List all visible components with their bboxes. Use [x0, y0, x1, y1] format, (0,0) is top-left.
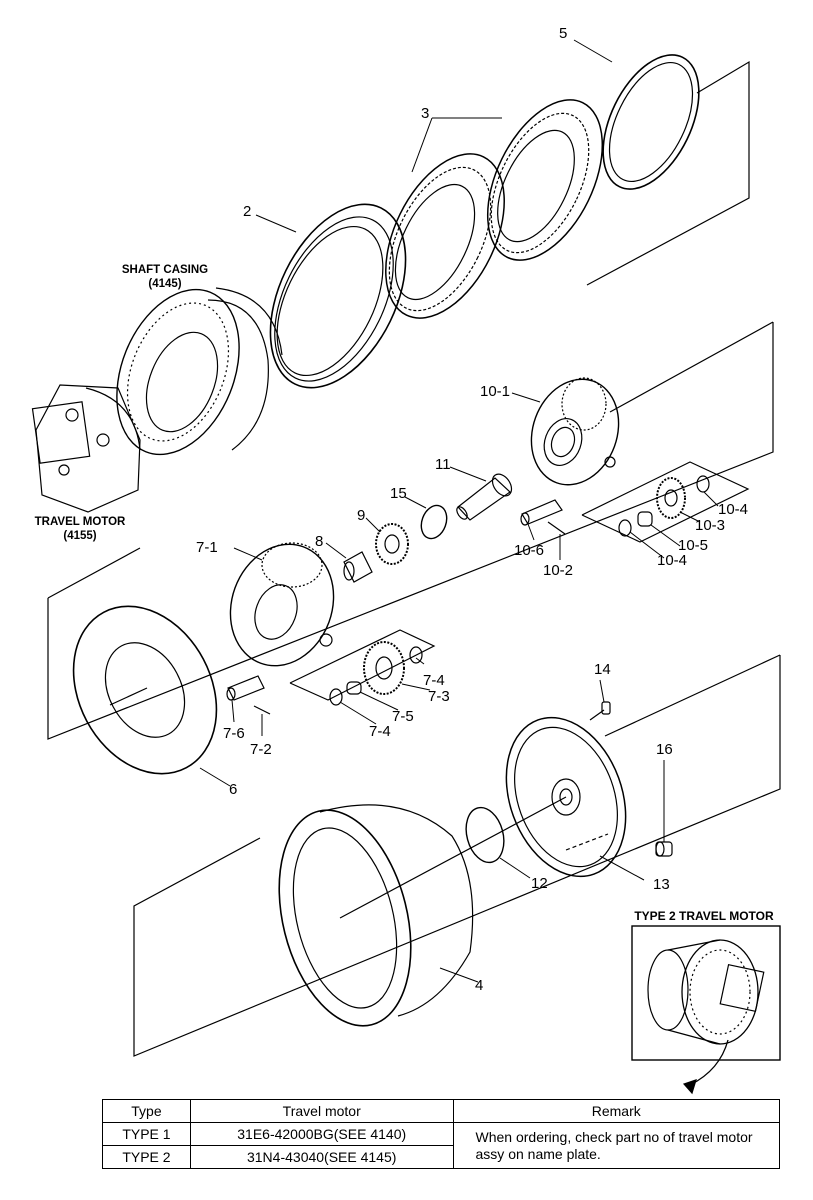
part-7-4-washer-a: [409, 646, 423, 664]
table-header-row: Type Travel motor Remark: [102, 1099, 781, 1123]
cell-remark: When ordering, check part no of travel m…: [452, 1122, 781, 1169]
header-type: Type: [102, 1099, 191, 1123]
part-7-3-gear: [363, 641, 405, 695]
table-row: TYPE 2 31N4-43040(SEE 4145): [102, 1145, 780, 1169]
callout-7-6: 7-6: [223, 725, 245, 742]
travel-motor-type-table: Type Travel motor Remark TYPE 1 31E6-420…: [102, 1099, 781, 1169]
part-10-6-pin: [520, 499, 566, 535]
cell-motor-1: 31E6-42000BG(SEE 4140): [189, 1122, 454, 1146]
callout-10-2: 10-2: [543, 562, 573, 579]
callout-7-5: 7-5: [392, 708, 414, 725]
part-3-bearing-left: [385, 153, 505, 319]
part-10-5-needle: [637, 511, 653, 527]
part-13-cover: [505, 716, 627, 878]
callout-labels: 5 3 2 10-1 11 15 9 8 7-1 10-4 10-3 10-5 …: [196, 25, 748, 994]
cell-type-2: TYPE 2: [102, 1145, 191, 1169]
callout-8: 8: [315, 533, 323, 550]
sub-frame-7: [289, 629, 436, 701]
callout-10-4a: 10-4: [718, 501, 748, 518]
captions: SHAFT CASING (4145) TRAVEL MOTOR (4155) …: [35, 264, 774, 923]
part-5-ring: [602, 54, 700, 190]
type2-motor-box: [631, 925, 781, 1095]
part-14-bolt: [589, 701, 611, 721]
part-4-housing: [278, 804, 474, 1027]
part-7-5-needle: [346, 681, 362, 695]
callout-12: 12: [531, 875, 548, 892]
callout-7-4b: 7-4: [369, 723, 391, 740]
callout-3: 3: [421, 105, 429, 122]
callout-6: 6: [229, 781, 237, 798]
callout-10-6: 10-6: [514, 542, 544, 559]
center-axis-lower: [339, 796, 567, 919]
callout-15: 15: [390, 485, 407, 502]
upper-frame: [586, 60, 750, 286]
callout-2: 2: [243, 203, 251, 220]
header-remark: Remark: [452, 1099, 781, 1123]
part-15-snap-ring: [420, 504, 448, 540]
part-2-seal: [269, 203, 407, 389]
middle-frame: [47, 321, 774, 740]
part-7-4-washer-b: [329, 688, 343, 706]
callout-7-4a: 7-4: [423, 672, 445, 689]
caption-shaft-casing: SHAFT CASING: [122, 264, 208, 276]
part-10-1-carrier: [530, 377, 620, 486]
part-16-plug: [655, 841, 673, 857]
callout-11: 11: [435, 456, 451, 473]
lower-frame: [133, 654, 781, 1057]
caption-shaft-casing-ref: (4145): [148, 278, 181, 290]
part-11-shaft: [456, 473, 513, 521]
part-6-ring: [72, 605, 218, 775]
callout-4: 4: [475, 977, 483, 994]
part-3-bearing-right: [486, 99, 604, 261]
part-7-6-pin: [226, 675, 271, 715]
callout-7-3: 7-3: [428, 688, 450, 705]
caption-travel-motor-ref: (4155): [63, 530, 96, 542]
part-7-1-carrier: [229, 542, 335, 667]
part-9-gear: [375, 523, 409, 565]
callout-16: 16: [656, 741, 673, 758]
cell-type-1: TYPE 1: [102, 1122, 191, 1146]
callout-10-4b: 10-4: [657, 552, 687, 569]
callout-5: 5: [559, 25, 567, 42]
header-travel-motor: Travel motor: [189, 1099, 454, 1123]
leader-lines: [199, 39, 719, 983]
table-row: TYPE 1 31E6-42000BG(SEE 4140) When order…: [102, 1122, 781, 1169]
callout-10-3: 10-3: [695, 517, 725, 534]
travel-motor: [31, 384, 141, 513]
callout-10-1: 10-1: [480, 383, 510, 400]
caption-travel-motor: TRAVEL MOTOR: [35, 516, 126, 528]
part-10-4-washer-b: [618, 519, 632, 537]
part-10-3-gear: [656, 477, 686, 519]
callout-13: 13: [653, 876, 670, 893]
cell-motor-2: 31N4-43040(SEE 4145): [189, 1145, 454, 1169]
part-10-4-washer-a: [696, 475, 710, 493]
shaft-casing: [116, 287, 283, 456]
callout-14: 14: [594, 661, 611, 678]
callout-9: 9: [357, 507, 365, 524]
part-12-o-ring: [465, 806, 505, 864]
callout-7-2: 7-2: [250, 741, 272, 758]
callout-10-5: 10-5: [678, 537, 708, 554]
callout-7-1: 7-1: [196, 539, 218, 556]
caption-type2-motor: TYPE 2 TRAVEL MOTOR: [634, 909, 774, 923]
part-8-bushing: [343, 551, 373, 583]
